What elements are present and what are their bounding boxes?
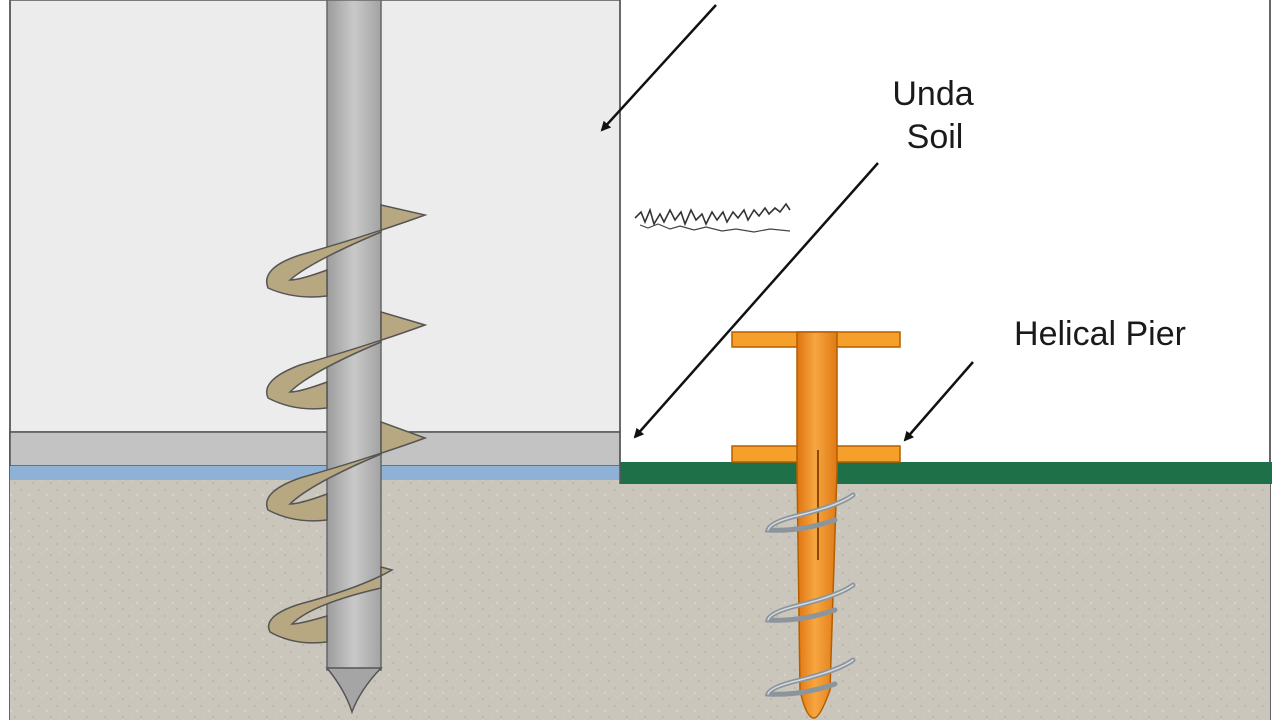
arrow-icon	[903, 361, 974, 442]
foundation-beam	[9, 431, 621, 467]
auger-flight	[266, 204, 428, 298]
auger-flight	[267, 566, 394, 644]
auger-shaft	[326, 0, 382, 671]
auger-flight	[266, 420, 428, 522]
ground-line-right	[620, 462, 1272, 484]
label-soil: Soil	[907, 118, 964, 156]
auger-flight	[266, 310, 428, 410]
arrow-icon	[633, 162, 879, 439]
label-unda: Unda	[892, 75, 973, 113]
arrow-icon	[600, 4, 717, 132]
illegible-handwriting-mark	[639, 223, 791, 233]
auger-tip	[325, 667, 383, 715]
auger	[266, 0, 428, 715]
soil-region	[10, 478, 1270, 720]
helical-pier	[731, 331, 901, 719]
label-helical-pier: Helical Pier	[1014, 315, 1186, 353]
illegible-handwriting-mark	[634, 202, 791, 227]
